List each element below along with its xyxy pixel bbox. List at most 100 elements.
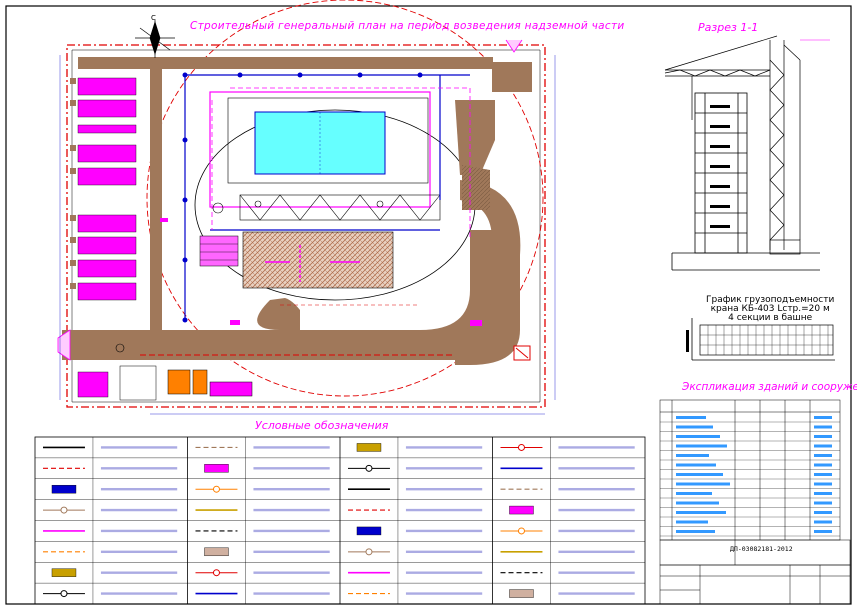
explication-row-value xyxy=(814,454,832,457)
legend-description xyxy=(558,508,635,512)
legend-description xyxy=(405,592,483,595)
site-roads xyxy=(62,57,532,365)
drawing-code: ДП-03082181-2012 xyxy=(730,545,793,553)
legend-description xyxy=(253,529,330,533)
explication-row-text xyxy=(676,473,723,476)
plan-title: Строительный генеральный план на период … xyxy=(190,20,625,32)
legend-description xyxy=(253,508,330,512)
section-drawing xyxy=(664,35,830,271)
legend-description xyxy=(405,446,483,449)
tower-crane xyxy=(664,35,801,255)
legend-description xyxy=(405,529,483,533)
legend-description xyxy=(558,571,635,574)
crane-track xyxy=(239,194,441,221)
legend-description xyxy=(100,446,178,449)
hatched-storage xyxy=(242,231,394,289)
building-section xyxy=(671,92,820,271)
legend-description xyxy=(253,592,330,595)
legend-title: Условные обозначения xyxy=(255,419,389,432)
legend-table xyxy=(34,436,646,605)
site-fence xyxy=(66,44,546,408)
legend-description xyxy=(558,592,635,595)
building-under-construction xyxy=(254,111,386,175)
legend-symbol xyxy=(509,505,534,515)
load-capacity-graph xyxy=(686,318,835,361)
legend-description xyxy=(100,467,178,470)
graph-title-line1: График грузоподъемности xyxy=(706,295,835,305)
legend-symbol xyxy=(212,485,220,493)
legend-symbol xyxy=(212,569,220,577)
storage-areas xyxy=(77,77,137,398)
building-outline xyxy=(209,91,431,208)
legend-description xyxy=(405,487,483,491)
explication-row-value xyxy=(814,425,832,429)
explication-row-text xyxy=(676,454,709,457)
explication-row-text xyxy=(676,425,713,429)
explication-rows xyxy=(660,416,840,537)
explication-table xyxy=(659,399,841,541)
legend-symbol xyxy=(365,548,373,556)
legend-symbol xyxy=(356,443,382,452)
legend-symbol xyxy=(204,547,229,557)
graph-title: График грузоподъемности крана КБ-403 Lст… xyxy=(706,296,834,323)
explication-row-text xyxy=(676,492,712,495)
explication-row-value xyxy=(814,511,832,514)
explication-row-text xyxy=(676,511,726,514)
section-title: Разрез 1-1 xyxy=(698,21,759,34)
legend-description xyxy=(253,446,330,449)
explication-row-value xyxy=(814,482,832,486)
explication-row-value xyxy=(814,501,832,505)
compass-letter: С xyxy=(151,14,156,22)
legend-description xyxy=(558,529,635,533)
graph-title-line3: 4 секции в башне xyxy=(728,313,813,323)
graph-title-line2: крана КБ-403 Lстр.=20 м xyxy=(710,304,830,314)
legend-symbol xyxy=(356,526,382,536)
legend-description xyxy=(253,487,330,491)
legend-description xyxy=(558,467,635,470)
explication-row-value xyxy=(814,463,832,467)
legend-description xyxy=(100,508,178,512)
legend-symbol xyxy=(60,506,68,514)
explication-row-value xyxy=(814,530,832,533)
explication-title: Экспликация зданий и сооружений xyxy=(682,381,857,393)
explication-row-value xyxy=(814,520,832,524)
temporary-buildings xyxy=(119,365,253,401)
legend-symbol xyxy=(51,568,77,577)
explication-row-text xyxy=(676,501,719,505)
explication-row-value xyxy=(814,416,832,419)
legend-symbol xyxy=(509,589,534,598)
crane-reach-circle xyxy=(146,0,544,397)
legend-description xyxy=(558,550,635,554)
legend-description xyxy=(558,446,635,449)
legend-description xyxy=(405,467,483,470)
legend-description xyxy=(100,571,178,574)
explication-row-value xyxy=(814,473,832,476)
explication-row-text xyxy=(676,520,708,524)
explication-row-text xyxy=(676,463,716,467)
explication-row-text xyxy=(676,482,730,486)
explication-row-text xyxy=(676,530,715,533)
legend-description xyxy=(405,571,483,574)
legend-symbol xyxy=(204,464,229,473)
compass-rose xyxy=(135,20,175,58)
legend-description xyxy=(405,508,483,512)
title-block xyxy=(659,539,851,605)
explication-row-value xyxy=(814,444,832,448)
legend-description xyxy=(100,592,178,595)
legend-description xyxy=(405,550,483,554)
explication-row-text xyxy=(676,444,727,448)
legend-description xyxy=(253,467,330,470)
legend-description xyxy=(100,487,178,491)
explication-row-text xyxy=(676,416,706,419)
legend-symbol xyxy=(517,443,525,451)
site-plan xyxy=(57,0,556,415)
legend-description xyxy=(558,487,635,491)
explication-row-text xyxy=(676,435,720,438)
legend-symbol xyxy=(517,527,525,535)
legend-symbol xyxy=(51,484,77,494)
legend-description xyxy=(100,529,178,533)
explication-row-value xyxy=(814,435,832,438)
legend-symbol xyxy=(60,590,68,598)
legend-symbol xyxy=(365,464,373,472)
